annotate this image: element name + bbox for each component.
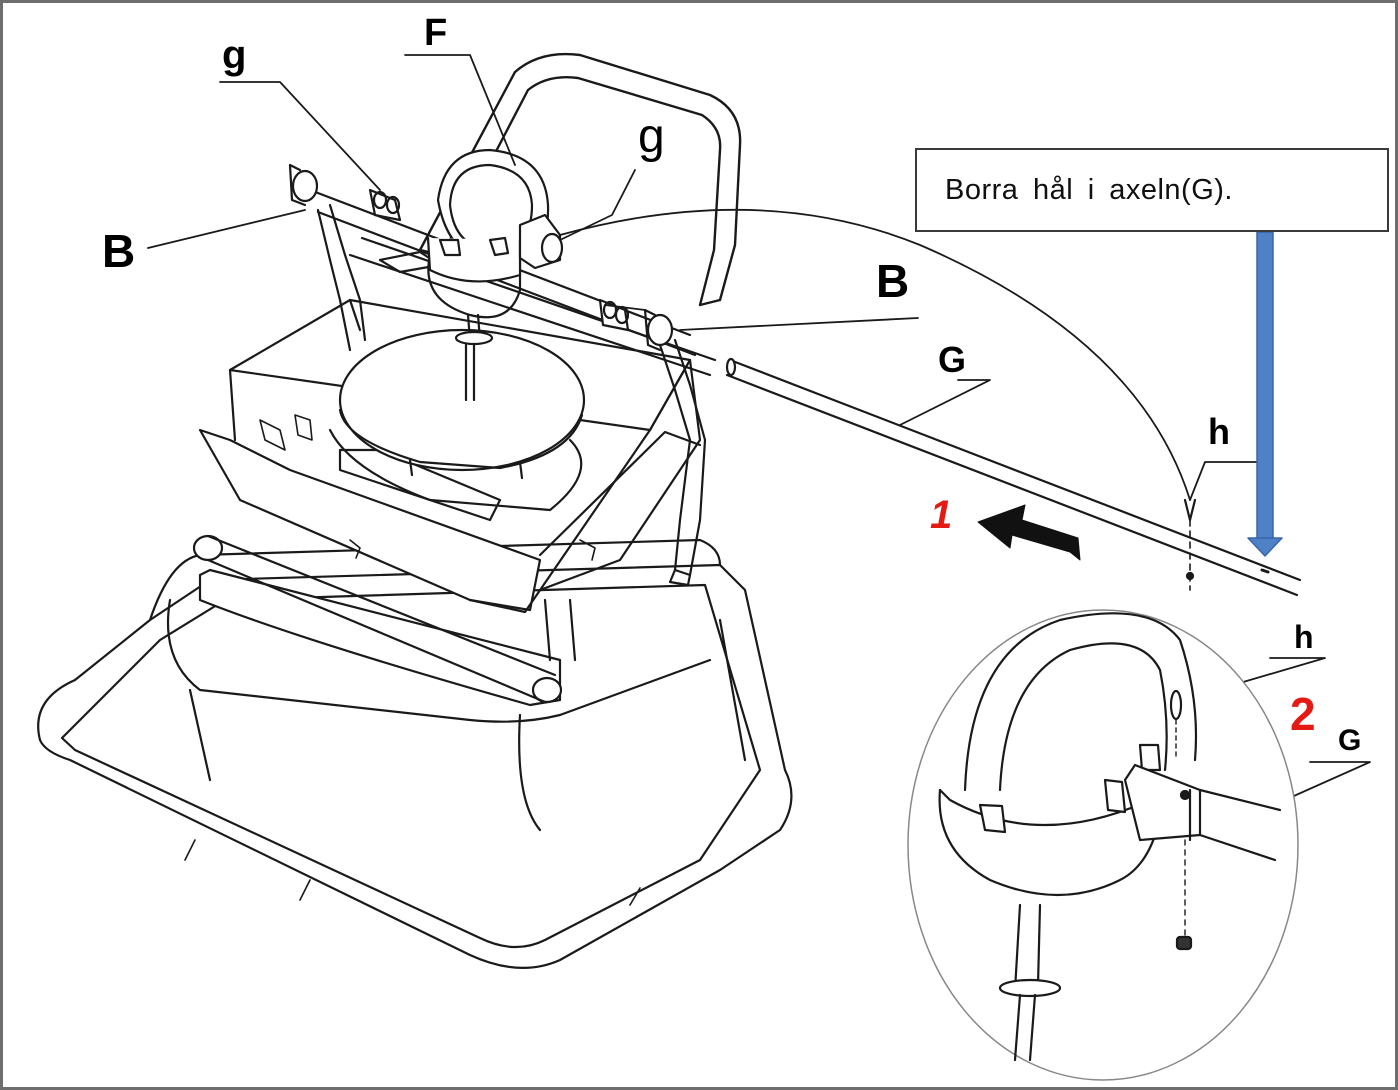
frame-tubes [192, 534, 577, 704]
label-g-left: g [222, 33, 246, 77]
label-g-mid: g [638, 110, 665, 163]
label-g-detail: G [1338, 724, 1361, 757]
label-f: F [424, 12, 447, 54]
label-h-top: h [1208, 411, 1230, 452]
down-arrow-icon [1247, 231, 1283, 557]
gearbox-f [426, 148, 564, 402]
detail-view [907, 609, 1299, 1081]
instruction-callout: Borra hål i axeln(G). [915, 148, 1389, 232]
spreader-base [37, 538, 793, 969]
spreader-disc [338, 328, 586, 480]
direction-arrow-icon [977, 504, 1081, 561]
drill-bit-h [1183, 498, 1197, 591]
callout-text: Borra hål i axeln(G). [945, 173, 1233, 206]
step-1-number: 1 [930, 493, 952, 537]
label-b-left: B [102, 225, 135, 277]
cross-axle [288, 163, 717, 587]
label-h-detail: h [1294, 619, 1314, 655]
label-g-rod: G [938, 339, 966, 380]
label-b-right: B [876, 255, 909, 307]
step-2-number: 2 [1290, 688, 1316, 740]
rod-g [725, 357, 1302, 597]
guide-arc [559, 208, 1191, 501]
